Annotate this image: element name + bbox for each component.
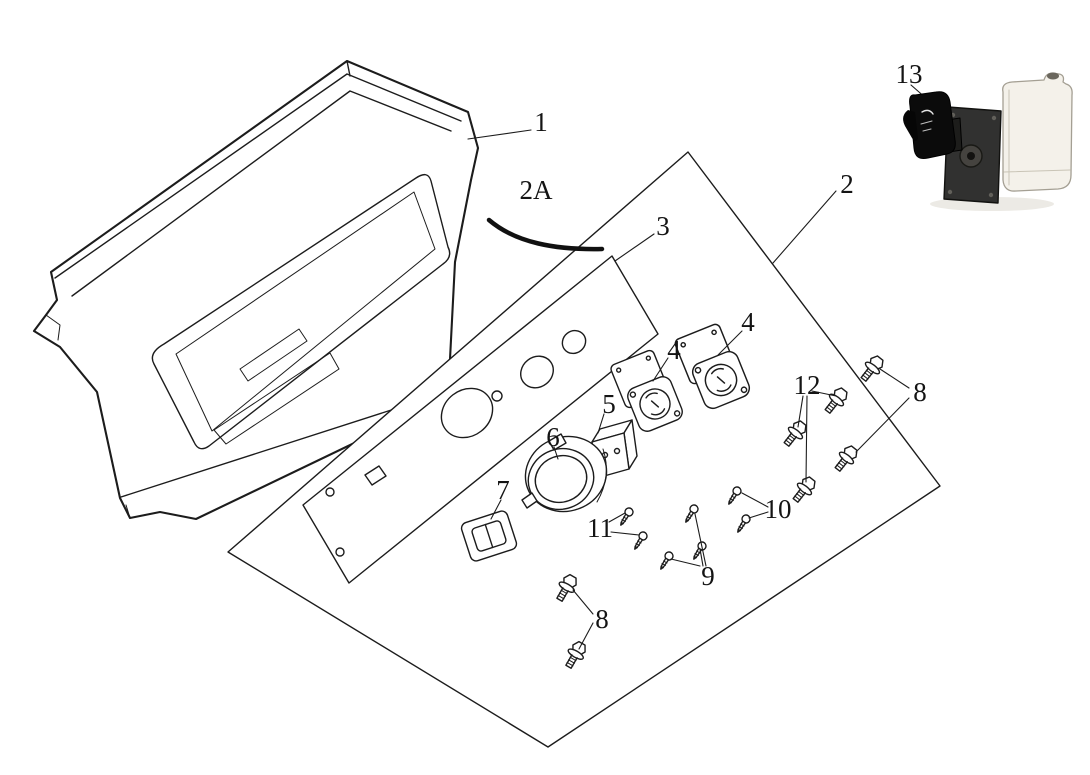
trim-strip-part-2a [486, 217, 605, 252]
leader-line [699, 548, 704, 567]
part13-switch-body [909, 91, 956, 159]
part-13-component [903, 72, 1073, 211]
leader-line [572, 589, 594, 615]
callout-4-right: 4 [741, 307, 755, 337]
part13-tank [1002, 72, 1073, 192]
callout-4-left: 4 [667, 335, 681, 365]
leader-line [772, 190, 837, 264]
meter-part-6 [521, 433, 608, 513]
callout-10: 10 [765, 494, 792, 524]
face-plate-part-3 [302, 255, 659, 584]
callout-7: 7 [496, 475, 510, 505]
leader-line [741, 492, 769, 508]
leader-line [490, 499, 502, 520]
leader-line [797, 395, 804, 428]
leader-line [670, 558, 701, 567]
leader-line [748, 511, 769, 519]
callout-5: 5 [602, 389, 616, 419]
leader-line [811, 390, 837, 397]
callout-13: 13 [896, 59, 923, 89]
leader-line [717, 330, 743, 356]
callout-2: 2 [840, 169, 854, 199]
callout-8-right: 8 [913, 377, 927, 407]
leader-line [694, 513, 707, 567]
leader-line [553, 446, 559, 460]
leader-line [879, 368, 910, 389]
callout-3: 3 [656, 211, 670, 241]
callout-12: 12 [794, 370, 821, 400]
leader-line [597, 413, 605, 434]
leader-line [608, 512, 626, 523]
callout-6: 6 [546, 422, 560, 452]
leader-line [610, 531, 640, 536]
leader-line [652, 357, 669, 382]
housing-part-1 [32, 59, 480, 521]
leader-line [614, 233, 655, 262]
callout-9: 9 [701, 561, 715, 591]
callout-8-bottom: 8 [595, 604, 609, 634]
leader-line [578, 622, 594, 650]
callout-11: 11 [587, 513, 613, 543]
leader-line [805, 395, 808, 483]
rocker-switch-part-7 [460, 510, 518, 562]
callout-labels: 1 2A 2 3 4 4 5 6 7 8 8 9 10 11 12 13 [496, 59, 927, 634]
leader-line [467, 129, 532, 140]
callout-1: 1 [534, 107, 548, 137]
leader-line [855, 397, 910, 453]
callout-2a: 2A [520, 175, 554, 205]
